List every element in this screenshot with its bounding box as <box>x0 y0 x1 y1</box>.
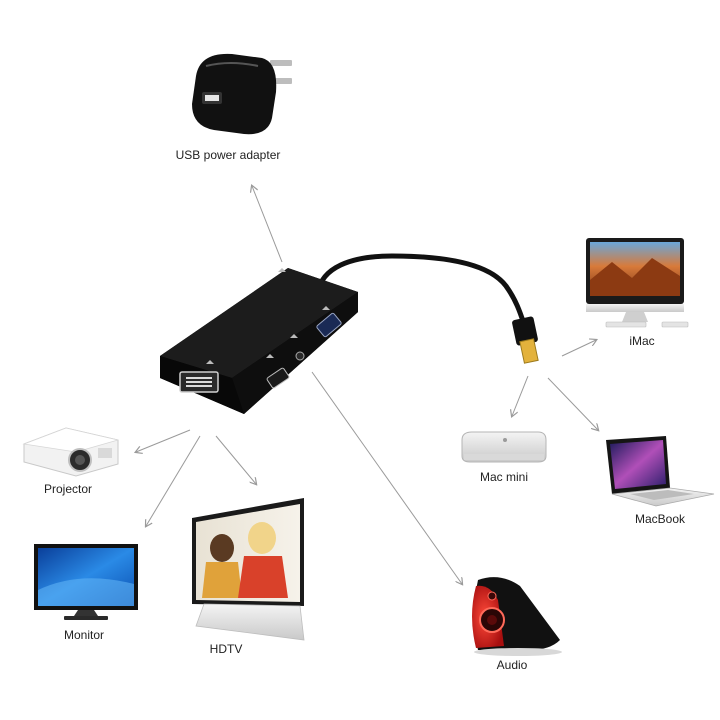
label-macbook: MacBook <box>634 512 686 526</box>
usb-power-adapter-image <box>192 53 292 135</box>
arrow-to-usb-power-adapter <box>252 186 283 263</box>
arrow-to-macbook <box>547 377 598 430</box>
arrow-to-monitor <box>146 435 201 526</box>
arrow-to-mac-mini <box>512 375 529 416</box>
macbook-image <box>606 436 715 507</box>
hdtv-image <box>192 498 305 641</box>
hdmi-port <box>266 367 290 389</box>
vga-port <box>316 312 342 338</box>
imac-image <box>586 238 689 328</box>
projector-image <box>22 427 119 477</box>
connection-arrows <box>136 186 598 584</box>
arrow-to-audio <box>311 371 462 584</box>
arrow-to-hdtv <box>215 435 256 484</box>
label-audio: Audio <box>496 658 528 672</box>
monitor-image <box>34 544 138 620</box>
label-mac-mini: Mac mini <box>479 470 529 484</box>
mac-mini-image <box>461 431 547 463</box>
mini-displayport-cable <box>315 253 539 364</box>
label-monitor: Monitor <box>63 628 105 642</box>
audio-speaker-image <box>472 577 562 656</box>
adapter-hub <box>160 268 358 414</box>
label-projector: Projector <box>43 482 93 496</box>
label-hdtv: HDTV <box>209 642 243 656</box>
label-imac: iMac <box>629 334 655 348</box>
arrow-to-projector <box>136 429 191 452</box>
arrow-to-imac <box>561 340 596 357</box>
audio-jack <box>295 351 305 361</box>
label-usb-power-adapter: USB power adapter <box>175 148 281 162</box>
